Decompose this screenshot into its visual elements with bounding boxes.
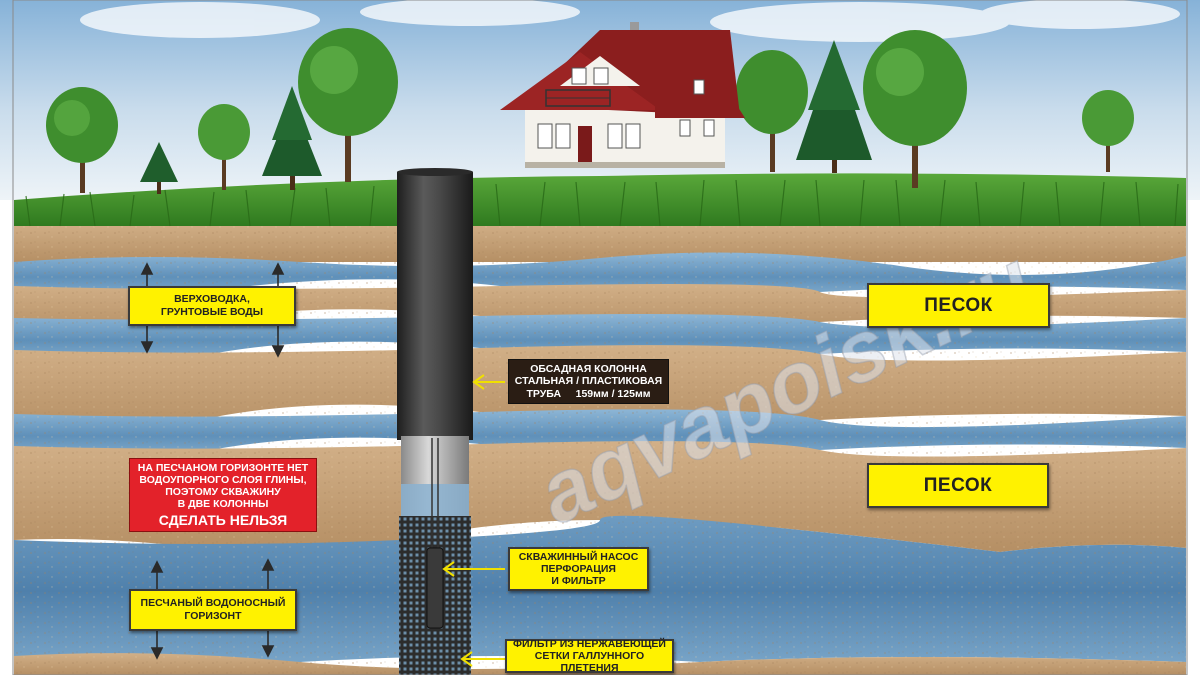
label-warning-line5: СДЕЛАТЬ НЕЛЬЗЯ bbox=[158, 511, 288, 528]
label-casing: ОБСАДНАЯ КОЛОННА СТАЛЬНАЯ / ПЛАСТИКОВАЯ … bbox=[508, 359, 669, 404]
arrow-icon bbox=[460, 651, 505, 667]
well-casing-pipe bbox=[397, 168, 473, 675]
house-icon bbox=[500, 22, 745, 168]
tree-icon bbox=[298, 28, 398, 182]
label-warning-line4: В ДВЕ КОЛОННЫ bbox=[177, 497, 269, 510]
label-filter-line2: СЕТКИ ГАЛЛУННОГО ПЛЕТЕНИЯ bbox=[534, 650, 645, 674]
pointer-arrows bbox=[442, 374, 505, 667]
label-pump-line3: И ФИЛЬТР bbox=[551, 575, 606, 587]
grass bbox=[14, 173, 1186, 227]
label-filter-line1: ФИЛЬТР ИЗ НЕРЖАВЕЮЩЕЙ bbox=[513, 638, 666, 650]
arrows bbox=[140, 262, 285, 660]
arrow-icon bbox=[472, 374, 505, 390]
label-sand-upper: ПЕСОК bbox=[867, 283, 1050, 328]
label-perched-water-line2: ГРУНТОВЫЕ ВОДЫ bbox=[160, 306, 264, 318]
frame-border bbox=[12, 0, 1188, 675]
label-filter: ФИЛЬТР ИЗ НЕРЖАВЕЮЩЕЙ СЕТКИ ГАЛЛУННОГО П… bbox=[505, 638, 674, 674]
clouds bbox=[80, 0, 1180, 42]
label-sand-upper-text: ПЕСОК bbox=[924, 294, 993, 316]
label-aquifer: ПЕСЧАНЫЙ ВОДОНОСНЫЙ ГОРИЗОНТ bbox=[129, 589, 297, 631]
label-warning-line2: ВОДОУПОРНОГО СЛОЯ ГЛИНЫ, bbox=[139, 473, 307, 486]
submersible-pump bbox=[426, 547, 444, 629]
tree-icon bbox=[262, 86, 322, 190]
label-aquifer-line2: ГОРИЗОНТ bbox=[184, 610, 242, 622]
label-warning-line3: ПОЭТОМУ СКВАЖИНУ bbox=[165, 485, 281, 498]
label-aquifer-line1: ПЕСЧАНЫЙ ВОДОНОСНЫЙ bbox=[140, 597, 286, 609]
label-warning: НА ПЕСЧАНОМ ГОРИЗОНТЕ НЕТ ВОДОУПОРНОГО С… bbox=[129, 458, 317, 532]
label-casing-line2: СТАЛЬНАЯ / ПЛАСТИКОВАЯ bbox=[514, 375, 663, 388]
label-casing-line1: ОБСАДНАЯ КОЛОННА bbox=[530, 362, 647, 375]
label-sand-lower: ПЕСОК bbox=[867, 463, 1049, 508]
label-perched-water-line1: ВЕРХОВОДКА, bbox=[174, 293, 250, 305]
tree-icon bbox=[863, 30, 967, 188]
label-casing-line3: ТРУБА 159мм / 125мм bbox=[526, 387, 651, 400]
label-pump-line1: СКВАЖИННЫЙ НАСОС bbox=[518, 551, 639, 563]
arrow-icon bbox=[442, 561, 505, 577]
tree-icon bbox=[1082, 90, 1134, 172]
tree-icon bbox=[796, 40, 872, 173]
tree-icon bbox=[140, 142, 178, 194]
label-perched-water: ВЕРХОВОДКА, ГРУНТОВЫЕ ВОДЫ bbox=[128, 286, 296, 326]
tree-icon bbox=[46, 87, 118, 193]
label-sand-lower-text: ПЕСОК bbox=[923, 474, 993, 496]
label-warning-line1: НА ПЕСЧАНОМ ГОРИЗОНТЕ НЕТ bbox=[137, 461, 309, 474]
tree-icon bbox=[198, 104, 250, 190]
label-pump: СКВАЖИННЫЙ НАСОС ПЕРФОРАЦИЯ И ФИЛЬТР bbox=[508, 547, 649, 591]
tree-icon bbox=[736, 50, 808, 172]
label-pump-line2: ПЕРФОРАЦИЯ bbox=[541, 563, 616, 575]
